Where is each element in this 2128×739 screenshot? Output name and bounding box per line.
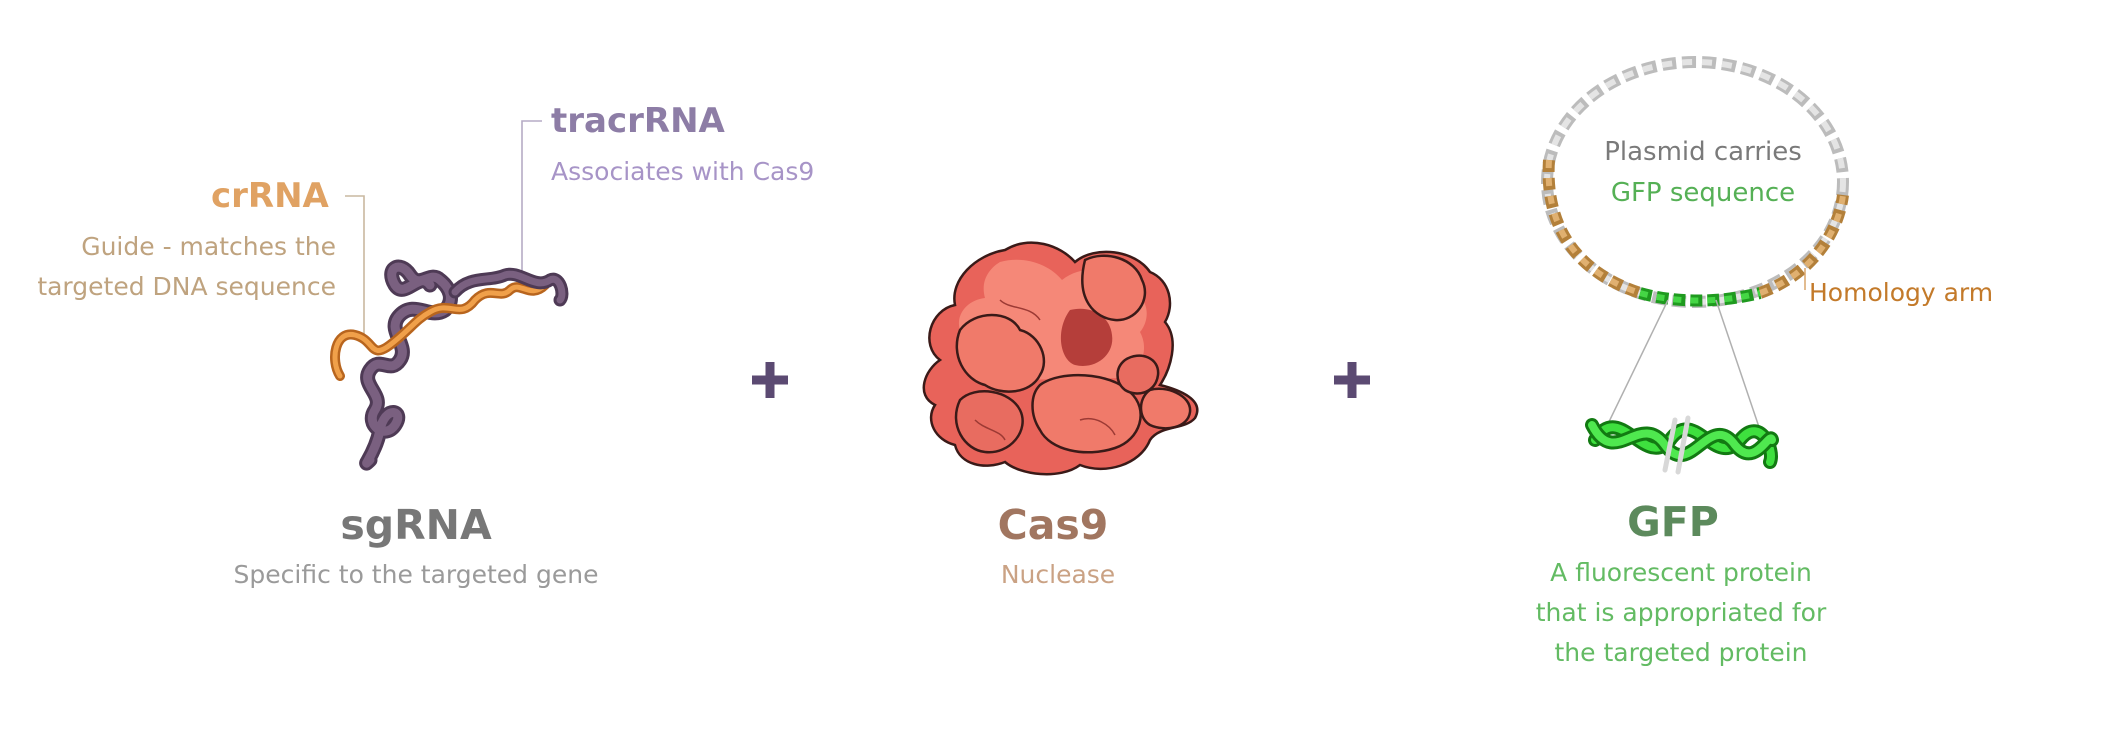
gfp-title: GFP — [1627, 498, 1719, 546]
sgrna-title: sgRNA — [340, 501, 492, 549]
plasmid-label-line1: Plasmid carries — [1604, 137, 1802, 167]
gfp-dna-helix-icon — [1585, 415, 1779, 475]
plus-icon-1 — [752, 362, 788, 398]
plus-icon-2 — [1334, 362, 1370, 398]
gfp-description-line1: A fluorescent protein — [1550, 558, 1812, 587]
crrna-leader-line — [345, 195, 365, 345]
sgrna-structure-icon — [330, 259, 569, 471]
cas9-description: Nuclease — [1000, 560, 1116, 589]
gfp-description-line3: the targeted protein — [1554, 638, 1808, 667]
gfp-zoom-lines — [1604, 299, 1761, 431]
cas9-title: Cas9 — [997, 501, 1109, 549]
gfp-description-line2: that is appropriated for — [1535, 598, 1827, 627]
plasmid-label-line2: GFP sequence — [1610, 178, 1796, 208]
tracrrna-description: Associates with Cas9 — [551, 157, 815, 186]
plasmid-ring-icon — [1541, 56, 1849, 308]
tracrrna-title: tracrRNA — [551, 101, 725, 141]
tracrrna-leader-line — [521, 120, 542, 290]
sgrna-description: Specific to the targeted gene — [233, 560, 599, 589]
cas9-protein-icon — [922, 241, 1199, 476]
crrna-description-line1: Guide - matches the — [81, 232, 336, 261]
crrna-title: crRNA — [211, 176, 329, 216]
crrna-description-line2: targeted DNA sequence — [37, 272, 336, 301]
homology-arm-label: Homology arm — [1809, 278, 1994, 307]
